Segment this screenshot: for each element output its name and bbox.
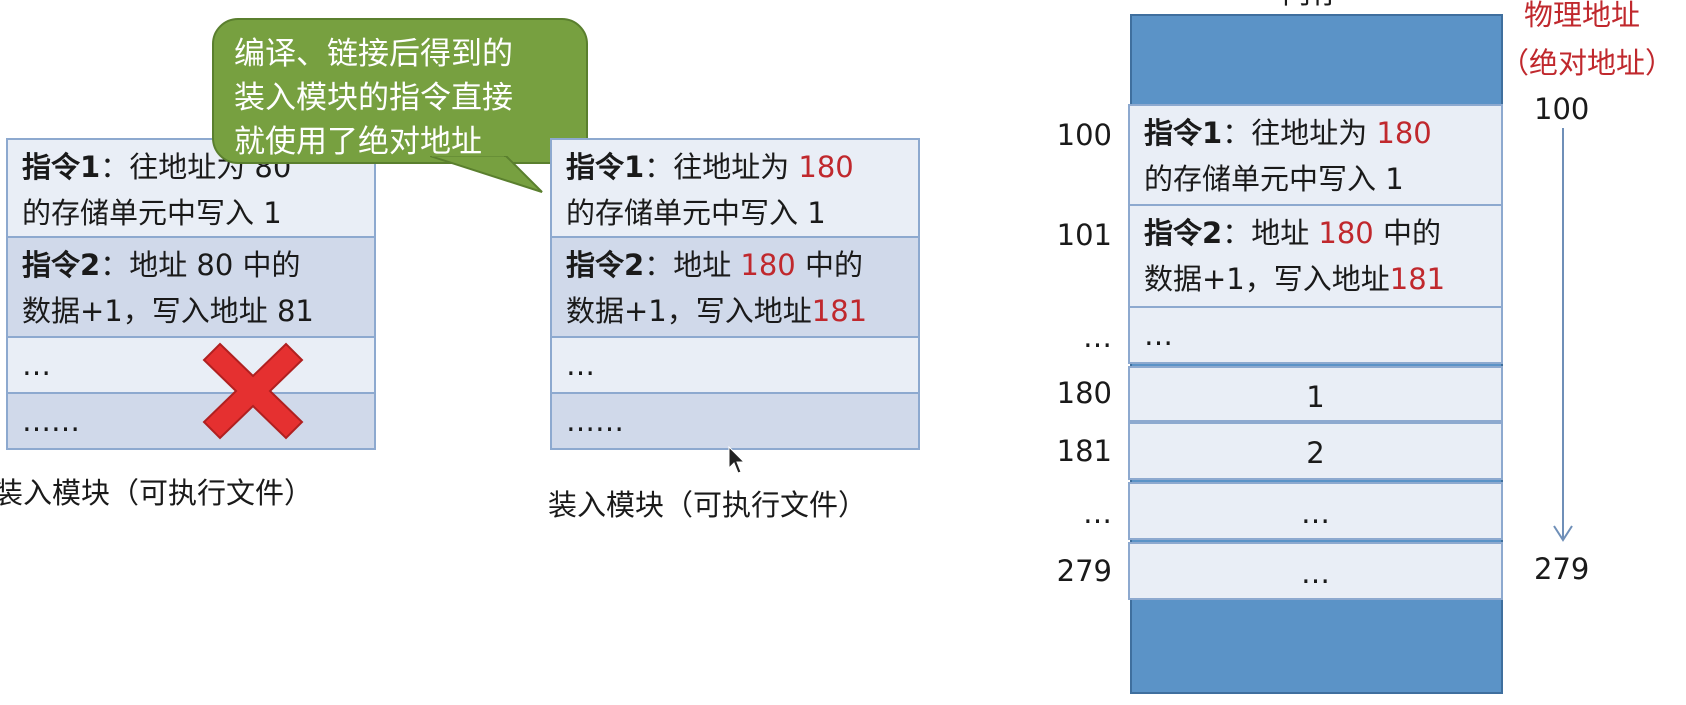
right-instruction-2: 指令2：地址 180 中的 数据+1，写入地址181 bbox=[550, 236, 920, 338]
memory-row-181: 2 bbox=[1128, 422, 1503, 480]
instruction-text: ：地址 bbox=[644, 248, 741, 282]
cell-value: … bbox=[1301, 556, 1330, 590]
instruction-text-line2: 的存储单元中写入 1 bbox=[1144, 162, 1404, 196]
ellipsis-text: … bbox=[566, 348, 595, 382]
memory-row-279: … bbox=[1128, 542, 1503, 600]
address-value: 181 bbox=[811, 294, 868, 328]
instruction-text: ：往地址为 bbox=[644, 150, 799, 184]
absolute-address-label: （绝对地址） bbox=[1500, 46, 1675, 80]
right-module-caption: 装入模块（可执行文件） bbox=[548, 488, 868, 522]
instruction-text: ：往地址为 bbox=[1222, 116, 1377, 150]
ellipsis-text: … bbox=[1144, 318, 1173, 352]
instruction-keyword: 指令1 bbox=[566, 150, 645, 184]
memory-row-100: 指令1：往地址为 180 的存储单元中写入 1 bbox=[1128, 104, 1503, 206]
cell-value: 1 bbox=[1306, 380, 1325, 414]
instruction-text: 中的 bbox=[1373, 216, 1441, 250]
right-ellipsis-row-2: …… bbox=[550, 392, 920, 450]
address-value: 181 bbox=[1389, 262, 1446, 296]
right-ellipsis-row: … bbox=[550, 336, 920, 394]
left-ellipsis-row-2: …… bbox=[6, 392, 376, 450]
memory-row-ellipsis-1: … bbox=[1128, 306, 1503, 364]
instruction-text-line2: 数据+1，写入地址 bbox=[1144, 262, 1390, 296]
address-value: 180 bbox=[1376, 116, 1432, 150]
ellipsis-text: …… bbox=[566, 404, 624, 438]
memory-address-label: … bbox=[1083, 320, 1112, 354]
memory-row-ellipsis-2: … bbox=[1128, 482, 1503, 540]
callout-pointer bbox=[430, 156, 543, 193]
instruction-text-line2: 数据+1，写入地址 bbox=[566, 294, 812, 328]
memory-row-101: 指令2：地址 180 中的 数据+1，写入地址181 bbox=[1128, 204, 1503, 308]
instruction-keyword: 指令1 bbox=[1144, 116, 1223, 150]
instruction-keyword: 指令1 bbox=[22, 150, 101, 184]
instruction-text: ：地址 bbox=[1222, 216, 1319, 250]
cell-value: … bbox=[1301, 496, 1330, 530]
memory-address-label: 101 bbox=[1056, 218, 1112, 252]
memory-address-label: … bbox=[1083, 496, 1112, 530]
ellipsis-text: … bbox=[22, 348, 51, 382]
left-module-caption: 装入模块（可执行文件） bbox=[0, 476, 314, 510]
instruction-text: ：地址 80 中的 bbox=[100, 248, 301, 282]
physical-address-start: 100 bbox=[1534, 92, 1590, 126]
memory-row-180: 1 bbox=[1128, 366, 1503, 422]
memory-title: 内存 bbox=[1282, 0, 1340, 12]
address-value: 180 bbox=[740, 248, 796, 282]
left-ellipsis-row: … bbox=[6, 336, 376, 394]
address-direction-arrow-icon bbox=[1553, 128, 1573, 542]
instruction-text-line2: 的存储单元中写入 1 bbox=[22, 196, 282, 230]
instruction-text: 中的 bbox=[795, 248, 863, 282]
mouse-cursor-icon bbox=[728, 446, 746, 474]
physical-address-label: 物理地址 bbox=[1524, 0, 1641, 32]
left-instruction-2: 指令2：地址 80 中的 数据+1，写入地址 81 bbox=[6, 236, 376, 338]
memory-address-label: 180 bbox=[1056, 376, 1112, 410]
instruction-text-line2: 数据+1，写入地址 81 bbox=[22, 294, 314, 328]
address-value: 180 bbox=[1318, 216, 1374, 250]
physical-address-end: 279 bbox=[1534, 552, 1590, 586]
cell-value: 2 bbox=[1306, 436, 1325, 470]
callout-line-3: 就使用了绝对地址 bbox=[234, 124, 482, 160]
ellipsis-text: …… bbox=[22, 404, 80, 438]
callout-line-1: 编译、链接后得到的 bbox=[234, 36, 513, 72]
memory-address-label: 100 bbox=[1056, 118, 1112, 152]
cross-icon bbox=[202, 342, 304, 440]
instruction-keyword: 指令2 bbox=[566, 248, 645, 282]
memory-address-label: 181 bbox=[1056, 434, 1112, 468]
callout-bubble: 编译、链接后得到的 装入模块的指令直接 就使用了绝对地址 bbox=[212, 18, 588, 164]
instruction-keyword: 指令2 bbox=[22, 248, 101, 282]
right-instruction-1: 指令1：往地址为 180 的存储单元中写入 1 bbox=[550, 138, 920, 238]
address-value: 180 bbox=[798, 150, 854, 184]
memory-address-label: 279 bbox=[1056, 554, 1112, 588]
instruction-keyword: 指令2 bbox=[1144, 216, 1223, 250]
instruction-text-line2: 的存储单元中写入 1 bbox=[566, 196, 826, 230]
callout-line-2: 装入模块的指令直接 bbox=[234, 80, 513, 116]
